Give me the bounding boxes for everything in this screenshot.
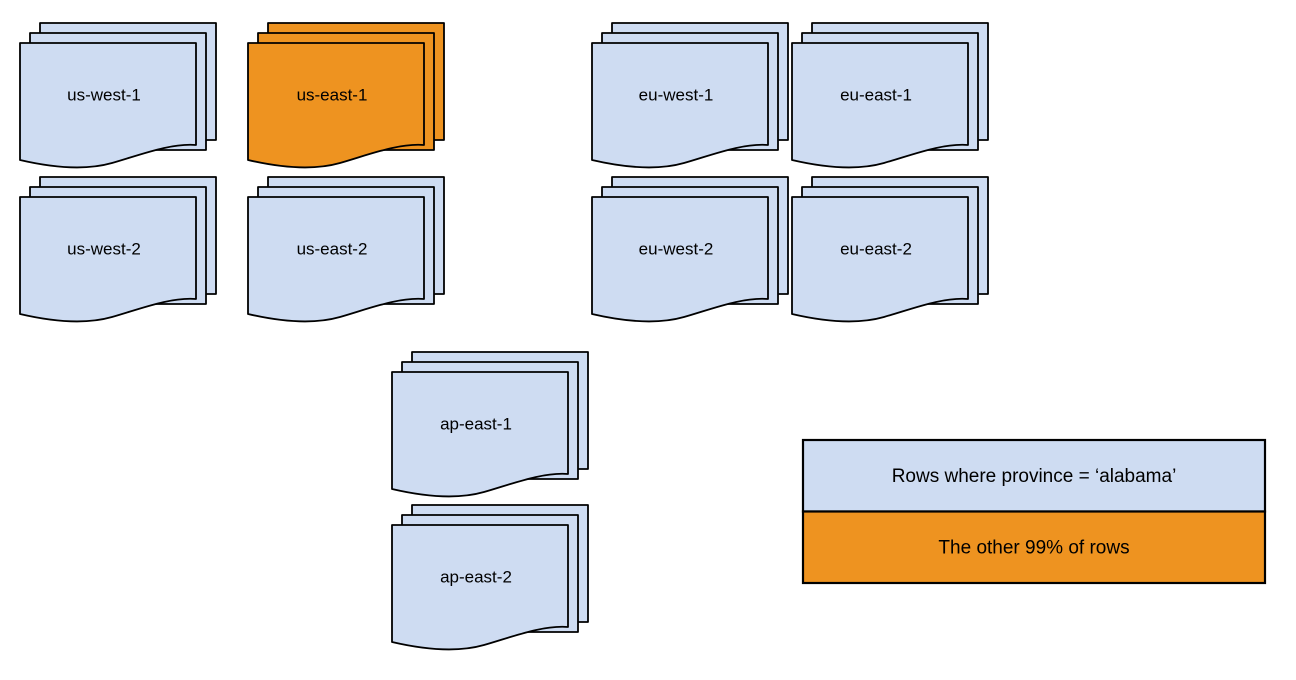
region-stack-ap-east-2[interactable]: ap-east-2 [391, 504, 589, 651]
region-stack-ap-east-1[interactable]: ap-east-1 [391, 351, 589, 498]
region-label-eu-west-2: eu-west-2 [639, 239, 714, 258]
region-label-us-east-2: us-east-2 [297, 239, 368, 258]
region-stack-eu-west-1[interactable]: eu-west-1 [591, 22, 789, 169]
legend-group: Rows where province = ‘alabama’ The other… [801, 438, 1267, 585]
region-stack-us-west-1[interactable]: us-west-1 [19, 22, 217, 169]
legend-swatch-other-rows [801, 510, 1267, 585]
region-stack-us-east-1[interactable]: us-east-1 [247, 22, 445, 169]
region-label-eu-east-2: eu-east-2 [840, 239, 912, 258]
region-label-us-west-2: us-west-2 [67, 239, 141, 258]
legend-row-other-rows[interactable]: The other 99% of rows [801, 510, 1267, 585]
region-label-ap-east-2: ap-east-2 [440, 567, 512, 586]
region-stack-us-east-2[interactable]: us-east-2 [247, 176, 445, 323]
region-stack-group: us-west-1 us-east-1 eu-west-1 eu-east-1 us-w… [19, 22, 989, 651]
region-label-eu-east-1: eu-east-1 [840, 85, 912, 104]
legend-row-rows-alabama[interactable]: Rows where province = ‘alabama’ [801, 438, 1267, 513]
region-label-eu-west-1: eu-west-1 [639, 85, 714, 104]
region-label-us-east-1: us-east-1 [297, 85, 368, 104]
region-stack-eu-east-1[interactable]: eu-east-1 [791, 22, 989, 169]
legend-label-other-rows: The other 99% of rows [938, 537, 1129, 558]
legend-label-rows-alabama: Rows where province = ‘alabama’ [892, 466, 1177, 487]
region-stack-eu-west-2[interactable]: eu-west-2 [591, 176, 789, 323]
region-stack-eu-east-2[interactable]: eu-east-2 [791, 176, 989, 323]
region-label-us-west-1: us-west-1 [67, 85, 141, 104]
region-stack-us-west-2[interactable]: us-west-2 [19, 176, 217, 323]
region-label-ap-east-1: ap-east-1 [440, 414, 512, 433]
legend-swatch-rows-alabama [801, 438, 1267, 513]
